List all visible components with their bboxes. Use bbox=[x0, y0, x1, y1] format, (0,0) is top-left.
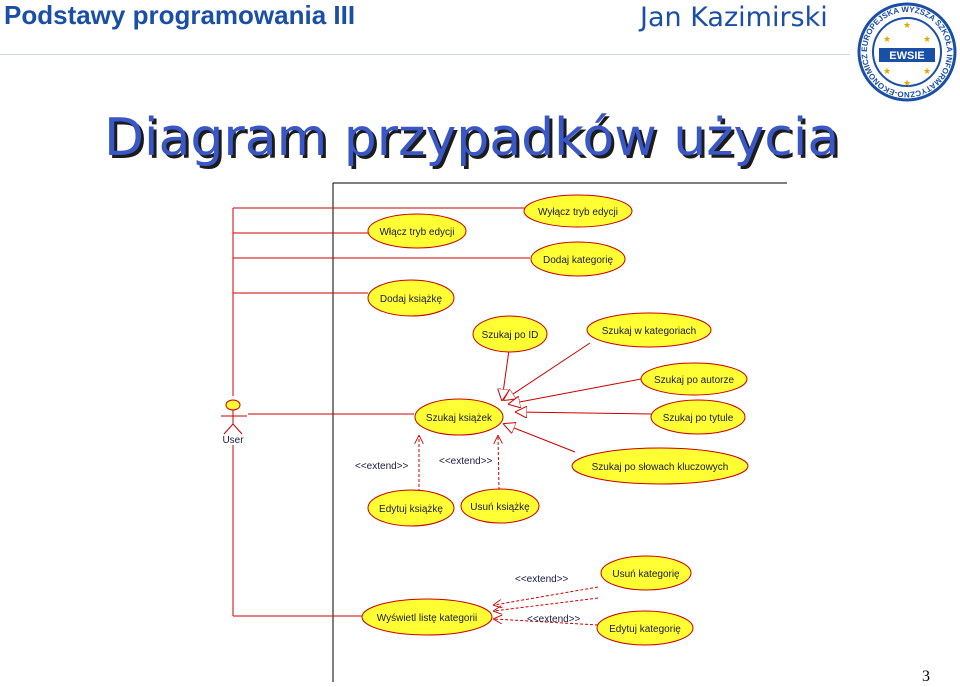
uc-label-szukaj-slow: Szukaj po słowach kluczowych bbox=[592, 462, 729, 473]
svg-text:★: ★ bbox=[923, 67, 931, 77]
extend-label-usun-ks: <<extend>> bbox=[439, 456, 493, 467]
svg-text:★: ★ bbox=[883, 67, 891, 77]
uc-szukaj-w-kategoriach bbox=[586, 312, 712, 348]
uc-label-dodaj-ks: Dodaj książkę bbox=[380, 294, 443, 305]
actor-label: User bbox=[222, 435, 244, 446]
svg-text:★: ★ bbox=[903, 21, 911, 31]
uc-dodaj-ksiazke bbox=[367, 279, 455, 317]
page-number: 3 bbox=[922, 668, 930, 685]
uc-wylacz-tryb-edycji bbox=[523, 194, 633, 228]
uc-label-usun-ks: Usuń książkę bbox=[470, 502, 530, 513]
svg-text:★: ★ bbox=[923, 35, 931, 45]
uc-label-szukaj-id: Szukaj po ID bbox=[482, 330, 539, 341]
uc-wyswietl-liste-kategorii bbox=[361, 598, 493, 636]
gen-szukaj-id bbox=[502, 349, 510, 400]
uc-label-szukaj-ks: Szukaj książek bbox=[426, 413, 493, 424]
uc-label-dodaj-kat: Dodaj kategorię bbox=[543, 255, 613, 266]
uc-label-usun-kat: Usuń kategorię bbox=[612, 569, 680, 580]
uc-label-edytuj-kat: Edytuj kategorię bbox=[609, 624, 681, 635]
svg-text:★: ★ bbox=[903, 79, 911, 89]
uc-szukaj-po-id bbox=[472, 315, 548, 353]
uc-label-edytuj-ks: Edytuj książkę bbox=[379, 504, 443, 515]
uc-usun-ksiazke bbox=[460, 488, 540, 524]
uc-label-wlacz: Włącz tryb edycji bbox=[379, 227, 454, 238]
ext-edytuj-kat bbox=[494, 597, 599, 611]
gen-szukaj-aut bbox=[509, 378, 642, 404]
uc-wlacz-tryb-edycji bbox=[367, 213, 467, 249]
author-name: Jan Kazimirski bbox=[640, 2, 828, 33]
actor-user bbox=[221, 399, 247, 435]
university-logo: EUROPEJSKA WYŻSZA SZKOŁA INFORMATYCZNO-E… bbox=[857, 2, 957, 102]
uc-szukaj-po-autorze bbox=[640, 362, 748, 396]
uc-szukaj-po-tytule bbox=[650, 399, 746, 435]
gen-szukaj-kat bbox=[504, 342, 591, 400]
uc-edytuj-ksiazke bbox=[367, 489, 455, 527]
header-divider bbox=[0, 54, 850, 55]
uc-dodaj-kategorie bbox=[530, 241, 626, 277]
logo-text: EWSIE bbox=[889, 50, 924, 62]
uc-label-szukaj-aut: Szukaj po autorze bbox=[654, 375, 734, 386]
uc-label-wyswietl: Wyświetl listę kategorii bbox=[377, 613, 478, 624]
extend-label-edytuj-ks: <<extend>> bbox=[355, 461, 409, 472]
gen-szukaj-tyt bbox=[516, 412, 652, 414]
uc-szukaj-po-slowach bbox=[571, 447, 749, 485]
slide-title: Diagram przypadków użycia bbox=[104, 108, 840, 168]
uc-label-szukaj-kat: Szukaj w kategoriach bbox=[602, 326, 697, 337]
ext-edytuj-kat-2 bbox=[494, 619, 599, 626]
course-title: Podstawy programowania III bbox=[4, 0, 356, 30]
logo-banner bbox=[879, 48, 935, 62]
uc-usun-kategorie bbox=[600, 555, 692, 591]
extend-label-usun-kat: <<extend>> bbox=[515, 574, 569, 585]
ext-usun-kat bbox=[494, 586, 599, 605]
ext-usun-ks bbox=[498, 436, 499, 491]
uc-label-wylacz: Wyłącz tryb edycji bbox=[538, 207, 618, 218]
uc-edytuj-kategorie bbox=[596, 610, 694, 646]
uc-szukaj-ksiazek bbox=[414, 398, 504, 436]
extend-label-edytuj-kat: <<extend>> bbox=[527, 614, 581, 625]
svg-text:★: ★ bbox=[883, 35, 891, 45]
gen-szukaj-slow bbox=[504, 424, 576, 453]
uc-label-szukaj-tyt: Szukaj po tytule bbox=[663, 413, 734, 424]
